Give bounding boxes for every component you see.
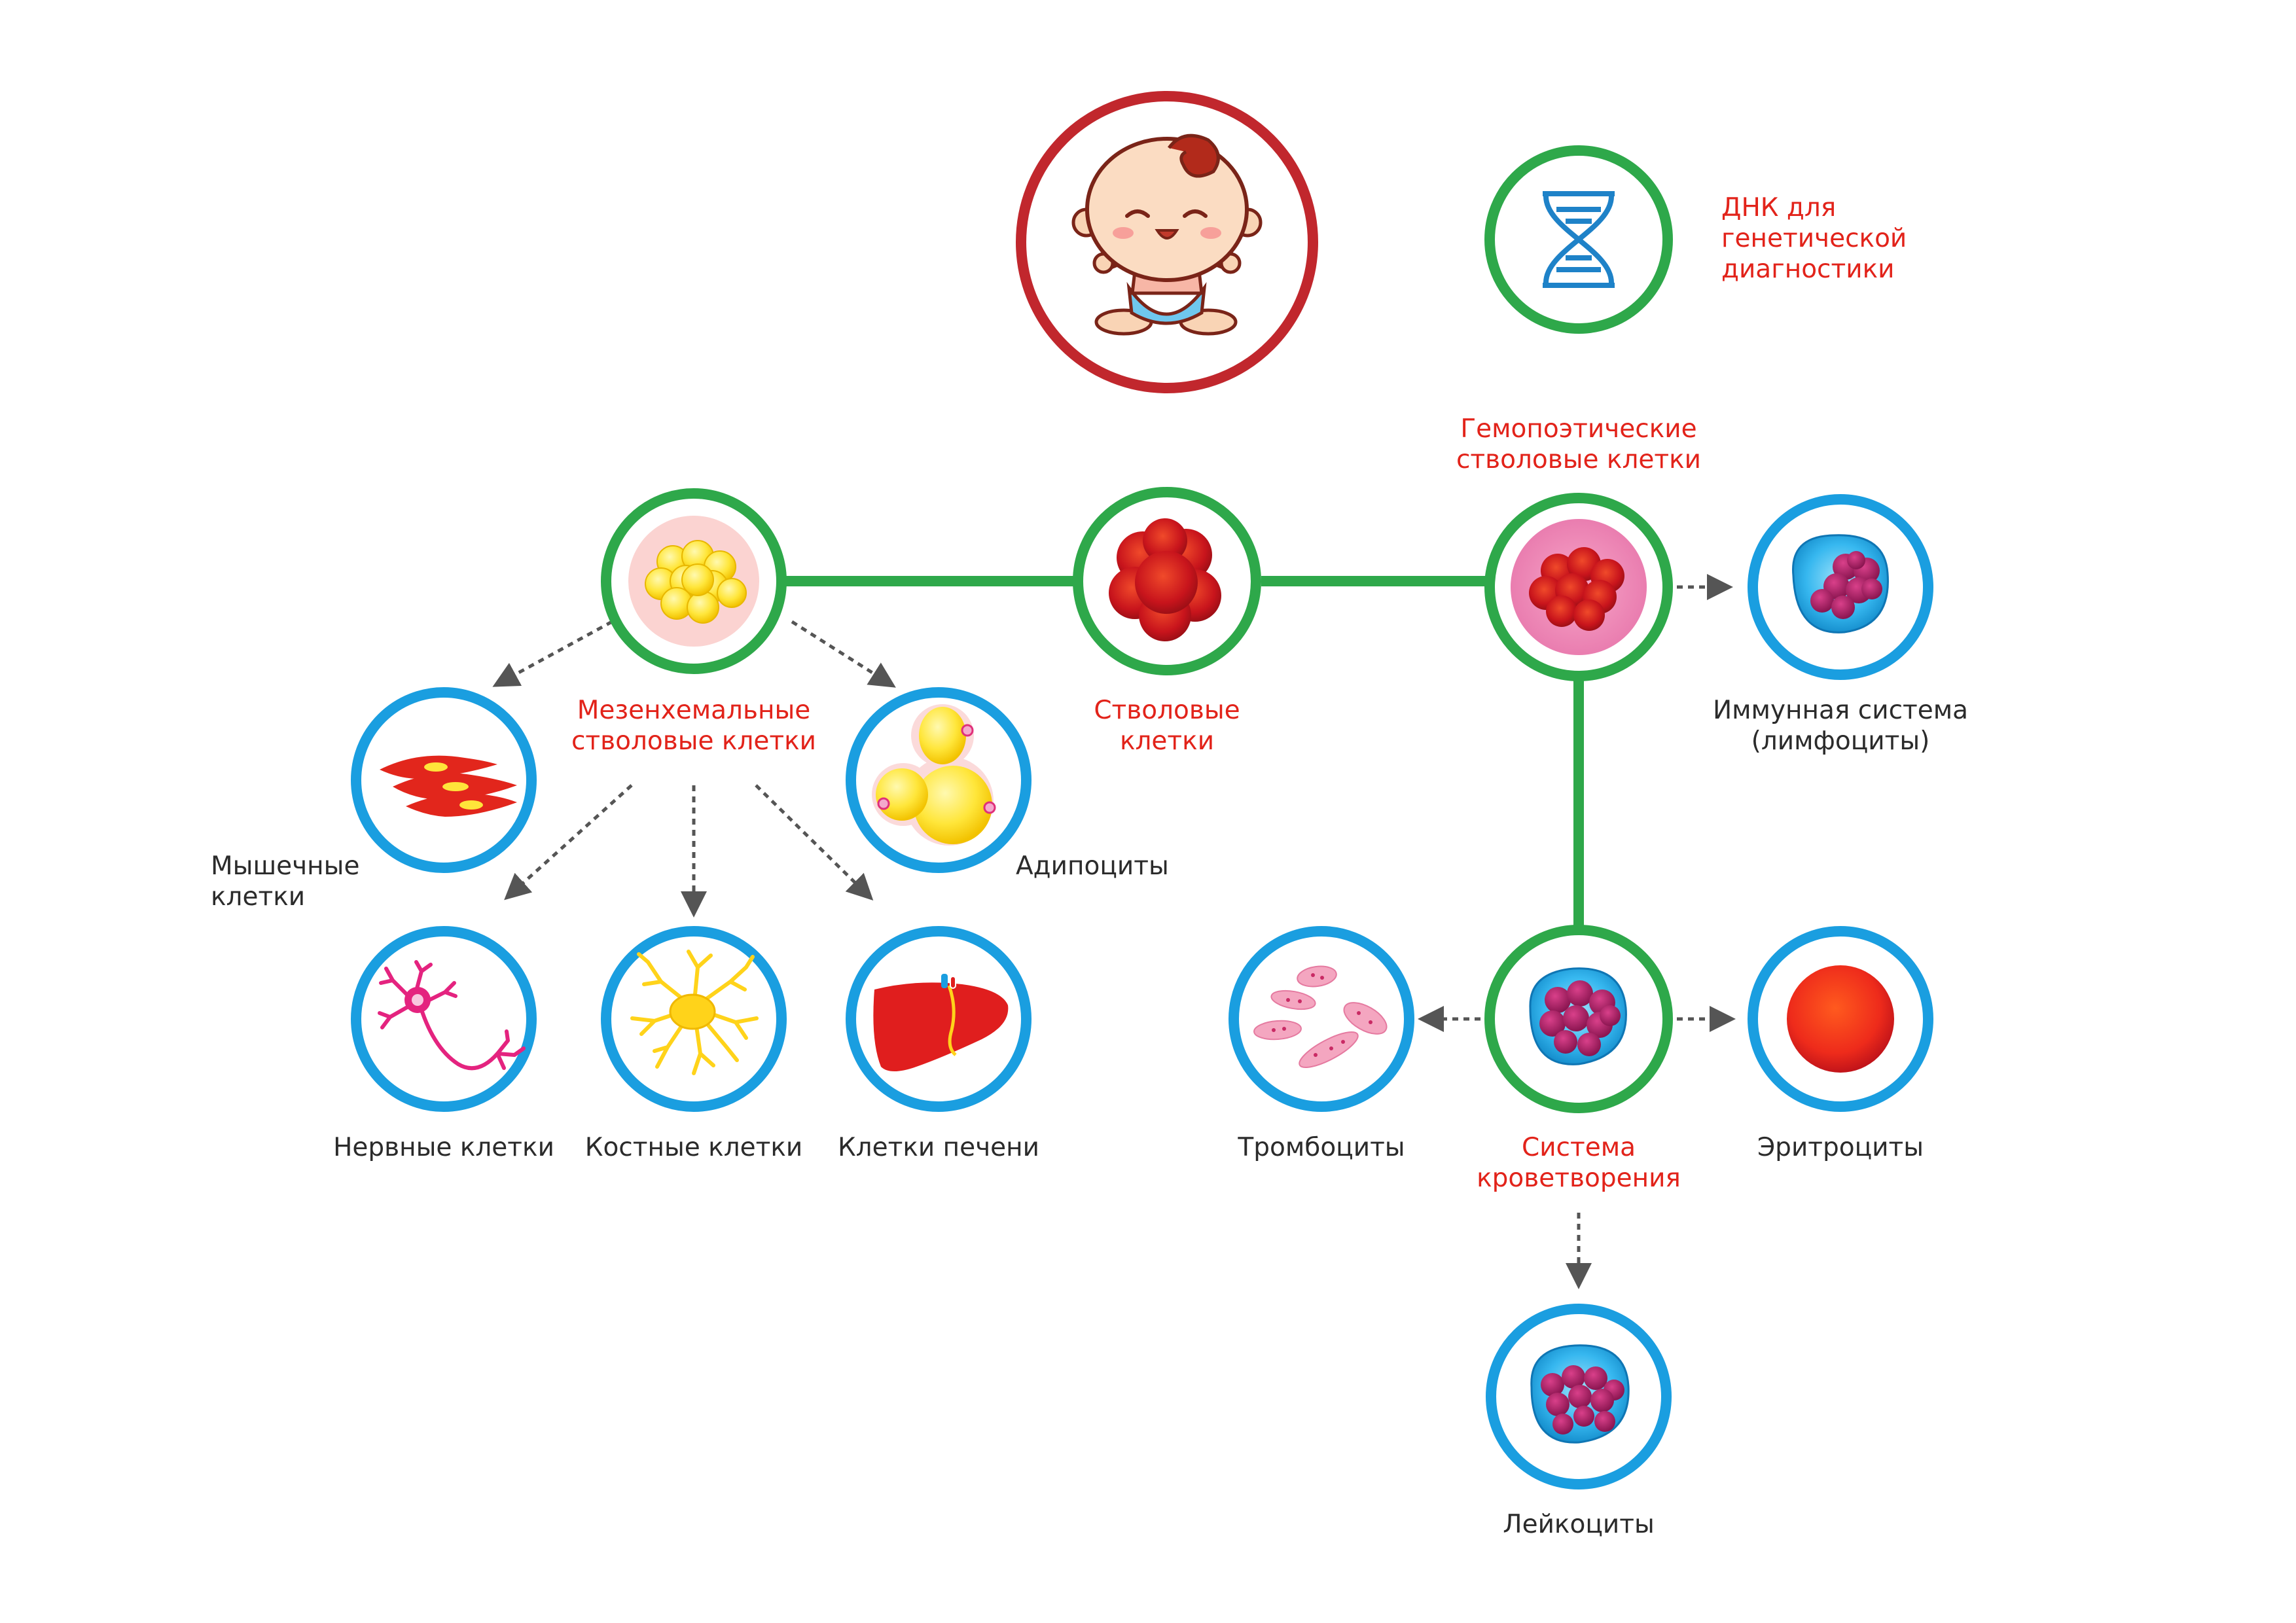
dna-helix-icon [1484, 145, 1673, 334]
muscle-label: Мышечные клетки [211, 851, 359, 912]
adipocytes-label-line-1: Адипоциты [1016, 851, 1169, 881]
immune-label: Иммунная система (лимфоциты) [1677, 695, 2004, 757]
mesenchymal-label-line-2: стволовые клетки [571, 726, 817, 756]
fat-cell-icon [846, 687, 1031, 873]
leukocyte-icon [1486, 1304, 1672, 1489]
bone-label-line-1: Костные клетки [584, 1133, 803, 1162]
hematopoietic-label-line-1: Гемопоэтические [1460, 414, 1697, 444]
main-connector-lines [780, 576, 1584, 929]
arrow-to-muscle [492, 620, 613, 687]
platelets-label-line-1: Тромбоциты [1238, 1133, 1405, 1162]
immune-label-line-2: (лимфоциты) [1751, 726, 1930, 756]
stem-label: Стволовые клетки [1036, 695, 1298, 757]
hematopoiesis-label-line-2: кроветворения [1477, 1164, 1681, 1193]
arrow-to-liver [755, 784, 874, 901]
yellow-cell-cluster-icon [601, 488, 787, 674]
red-blood-cell-icon [1748, 926, 1933, 1112]
immune-label-line-1: Иммунная система [1712, 696, 1969, 725]
liver-label-line-1: Клетки печени [837, 1133, 1039, 1162]
lymphocyte-icon [1748, 494, 1933, 680]
erythrocytes-label: Эритроциты [1710, 1132, 1971, 1163]
mesenchymal-label: Мезенхемальные стволовые клетки [530, 695, 857, 757]
neuron-icon [351, 926, 537, 1112]
hematopoiesis-label-line-1: Система [1521, 1133, 1636, 1162]
adipocytes-label: Адипоциты [1016, 851, 1169, 882]
arrow-to-nerve [504, 784, 633, 901]
bone-label: Костные клетки [563, 1132, 825, 1163]
dna-label-line-3: диагностики [1721, 255, 1895, 284]
hematopoiesis-label: Система кроветворения [1448, 1132, 1710, 1194]
hematopoietic-label: Гемопоэтические стволовые клетки [1415, 414, 1742, 475]
stem-label-line-1: Стволовые [1094, 696, 1240, 725]
muscle-label-line-2: клетки [211, 882, 306, 912]
red-cluster-on-pink-icon [1484, 493, 1673, 681]
dna-label-line-2: генетической [1721, 224, 1907, 253]
leukocytes-label-line-1: Лейкоциты [1503, 1510, 1655, 1539]
nerve-label: Нервные клетки [313, 1132, 575, 1163]
platelet-icon [1229, 926, 1414, 1112]
baby-icon [1016, 91, 1318, 393]
stem-label-line-2: клетки [1119, 726, 1215, 756]
dna-label: ДНК для генетической диагностики [1721, 192, 1907, 285]
red-cell-cluster-icon [1073, 487, 1261, 675]
liver-icon [846, 926, 1031, 1112]
dotted-arrows [492, 574, 1736, 1289]
mesenchymal-label-line-1: Мезенхемальные [577, 696, 811, 725]
leukocytes-label: Лейкоциты [1448, 1509, 1710, 1540]
blood-progenitor-icon [1484, 925, 1673, 1113]
hematopoietic-label-line-2: стволовые клетки [1456, 445, 1702, 474]
muscle-fiber-icon [351, 687, 537, 873]
platelets-label: Тромбоциты [1191, 1132, 1452, 1163]
arrow-to-adipocytes [791, 620, 896, 688]
dna-label-line-1: ДНК для [1721, 193, 1837, 223]
muscle-label-line-1: Мышечные [211, 851, 360, 881]
osteocyte-icon [601, 926, 787, 1112]
liver-label: Клетки печени [808, 1132, 1069, 1163]
erythrocytes-label-line-1: Эритроциты [1757, 1133, 1924, 1162]
nerve-label-line-1: Нервные клетки [333, 1133, 554, 1162]
